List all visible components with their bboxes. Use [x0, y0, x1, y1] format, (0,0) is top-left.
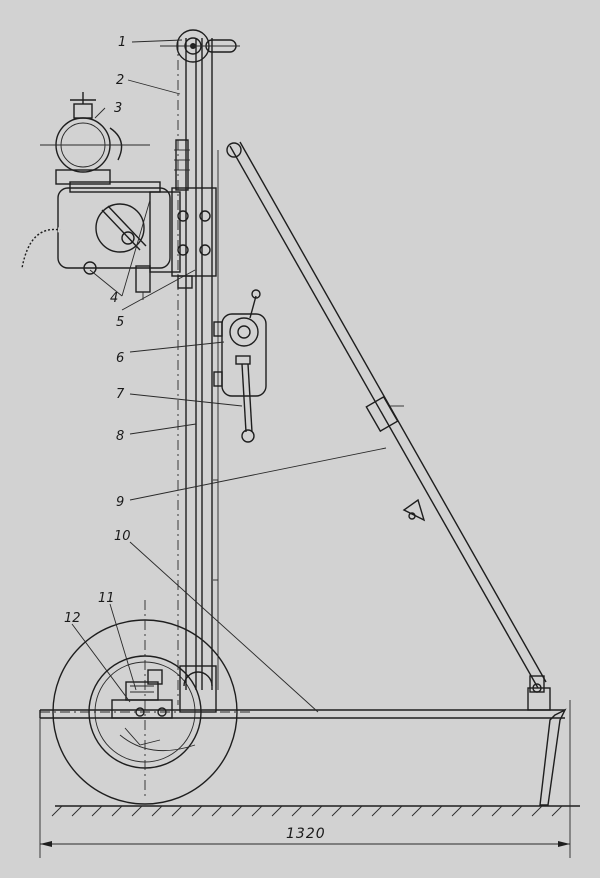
water-swivel [40, 92, 150, 185]
label-5: 5 [116, 315, 124, 330]
label-6: 6 [116, 351, 124, 366]
strut [226, 141, 547, 693]
dimension-1320: 1320 [286, 826, 326, 842]
label-9: 9 [116, 495, 124, 510]
winch [213, 289, 267, 443]
label-1: 1 [118, 35, 126, 50]
label-10: 10 [114, 529, 131, 544]
label-7: 7 [116, 387, 125, 402]
label-3: 3 [114, 101, 122, 116]
overall-dimension: 1320 [39, 700, 571, 858]
label-8: 8 [116, 429, 124, 444]
drill-head [57, 139, 217, 300]
label-12: 12 [64, 611, 81, 626]
label-11: 11 [98, 591, 115, 606]
label-2: 2 [116, 73, 124, 88]
hose [19, 226, 61, 269]
hub-assembly [111, 669, 173, 719]
base-frame [39, 665, 567, 806]
label-4: 4 [110, 291, 118, 306]
callout-labels: 1 2 3 4 5 6 7 8 9 10 11 12 [64, 35, 131, 626]
leader-lines [71, 39, 387, 713]
mast [177, 38, 219, 705]
crown-pulley [160, 29, 240, 63]
ground [51, 805, 580, 817]
